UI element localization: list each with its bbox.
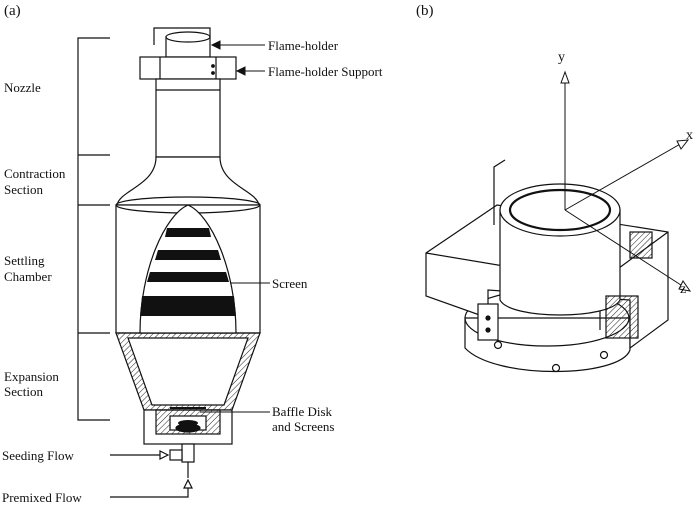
contraction-section-label-line1: Contraction [4,166,66,181]
panel-b-label: (b) [416,3,434,19]
x-axis-label: x [686,128,693,143]
y-axis-label: y [558,50,565,65]
nozzle-label: Nozzle [4,80,41,95]
baffle-disk-callout-line1: Baffle Disk [272,404,333,419]
premixed-flow-label: Premixed Flow [2,490,82,505]
panel-a-label: (a) [4,3,21,19]
cutaway-screens [139,204,237,334]
section-bracket [77,37,110,421]
z-axis-label: z [680,282,687,297]
settling-chamber-label-line2: Chamber [4,269,52,284]
fixture-3d [425,159,669,373]
coordinate-axes [560,70,692,292]
leader-lines [200,40,270,413]
expansion-section-label-line2: Section [4,384,43,399]
seeding-flow-label: Seeding Flow [2,448,74,463]
expansion-section-label-line1: Expansion [4,369,59,384]
baffle-disk [170,407,206,426]
contraction-section-label-line2: Section [4,182,43,197]
flame-holder-support-callout: Flame-holder Support [268,64,383,79]
baffle-disk-callout-line2: and Screens [272,419,335,434]
settling-chamber-label-line1: Settling [4,253,45,268]
screen-callout: Screen [272,276,308,291]
flame-holder-callout: Flame-holder [268,38,339,53]
